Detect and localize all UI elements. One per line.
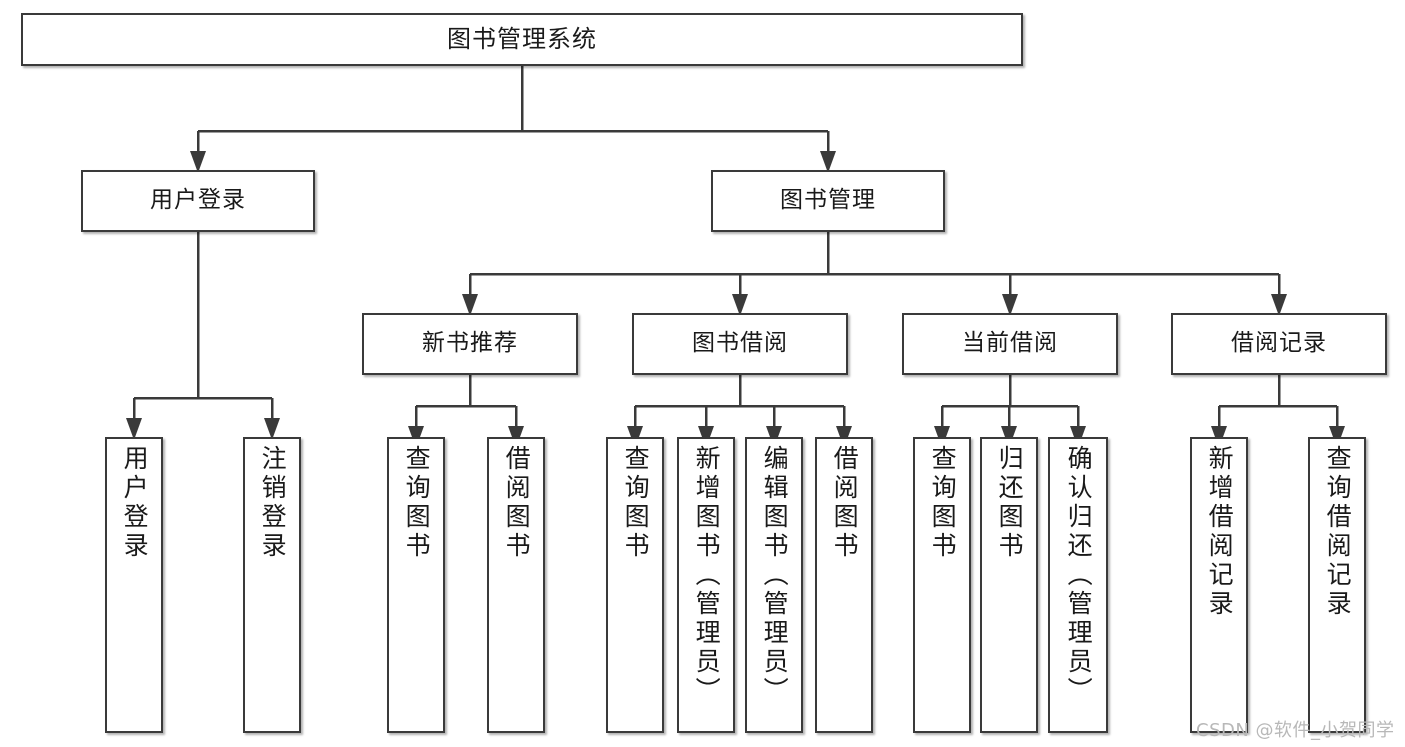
node-new-book-recommend[interactable]: 新书推荐	[362, 313, 578, 375]
node-book-borrow[interactable]: 图书借阅	[632, 313, 848, 375]
node-label: 确认归还（管理员）	[1064, 445, 1094, 706]
node-label: 用户登录	[150, 187, 246, 214]
node-label: 编辑图书（管理员）	[760, 445, 790, 706]
node-leaf-confirm-return-admin[interactable]: 确认归还（管理员）	[1048, 437, 1108, 733]
node-leaf-edit-book-admin[interactable]: 编辑图书（管理员）	[745, 437, 803, 733]
node-current-borrow[interactable]: 当前借阅	[902, 313, 1118, 375]
node-label: 查询借阅记录	[1323, 445, 1353, 619]
node-leaf-query-borrow-record[interactable]: 查询借阅记录	[1308, 437, 1366, 733]
node-label: 图书管理	[780, 187, 876, 214]
node-label: 新书推荐	[422, 330, 518, 357]
node-label: 新增借阅记录	[1205, 445, 1235, 619]
node-label: 图书借阅	[692, 330, 788, 357]
node-leaf-user-login[interactable]: 用户登录	[105, 437, 163, 733]
node-leaf-user-logout[interactable]: 注销登录	[243, 437, 301, 733]
node-label: 查询图书	[621, 445, 651, 561]
node-leaf-query-book-3[interactable]: 查询图书	[913, 437, 971, 733]
node-label: 注销登录	[258, 445, 288, 561]
node-label: 当前借阅	[962, 330, 1058, 357]
node-label: 借阅记录	[1231, 330, 1327, 357]
node-label: 查询图书	[928, 445, 958, 561]
node-leaf-borrow-book-2[interactable]: 借阅图书	[815, 437, 873, 733]
node-label: 归还图书	[995, 445, 1025, 561]
node-leaf-query-book-2[interactable]: 查询图书	[606, 437, 664, 733]
csdn-watermark: CSDN @软件_小贺同学	[1196, 720, 1395, 741]
node-root-book-management-system[interactable]: 图书管理系统	[21, 13, 1023, 66]
node-leaf-return-book[interactable]: 归还图书	[980, 437, 1038, 733]
node-borrow-record[interactable]: 借阅记录	[1171, 313, 1387, 375]
node-user-login[interactable]: 用户登录	[81, 170, 315, 232]
node-label: 借阅图书	[830, 445, 860, 561]
node-leaf-borrow-book-1[interactable]: 借阅图书	[487, 437, 545, 733]
node-label: 新增图书（管理员）	[692, 445, 722, 706]
node-label: 借阅图书	[502, 445, 532, 561]
node-label: 图书管理系统	[447, 25, 597, 54]
node-label: 查询图书	[402, 445, 432, 561]
node-book-management[interactable]: 图书管理	[711, 170, 945, 232]
node-leaf-add-book-admin[interactable]: 新增图书（管理员）	[677, 437, 735, 733]
node-leaf-query-book-1[interactable]: 查询图书	[387, 437, 445, 733]
node-leaf-add-borrow-record[interactable]: 新增借阅记录	[1190, 437, 1248, 733]
node-label: 用户登录	[120, 445, 150, 561]
